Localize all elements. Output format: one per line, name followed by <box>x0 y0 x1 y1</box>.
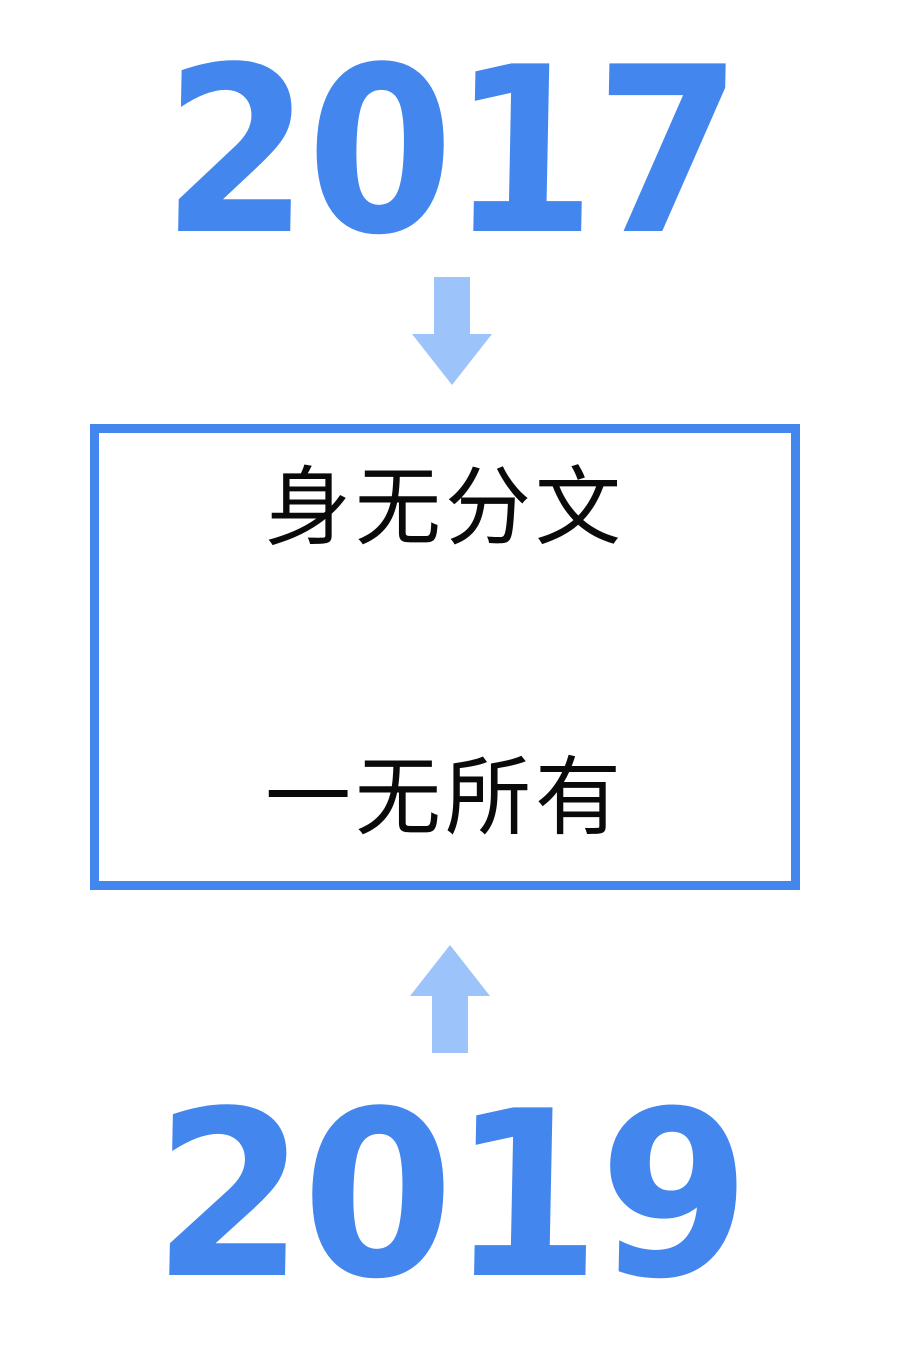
arrow-up-icon <box>405 943 495 1053</box>
statement-box: 身无分文 一无所有 <box>90 424 800 890</box>
statement-line-1: 身无分文 <box>265 458 625 558</box>
statement-line-2: 一无所有 <box>265 748 625 848</box>
year-label-top: 2017 <box>160 19 740 286</box>
arrow-down-icon <box>407 277 497 387</box>
year-label-bottom: 2019 <box>150 1063 750 1330</box>
statement-box-inner: 身无分文 一无所有 <box>99 433 791 881</box>
